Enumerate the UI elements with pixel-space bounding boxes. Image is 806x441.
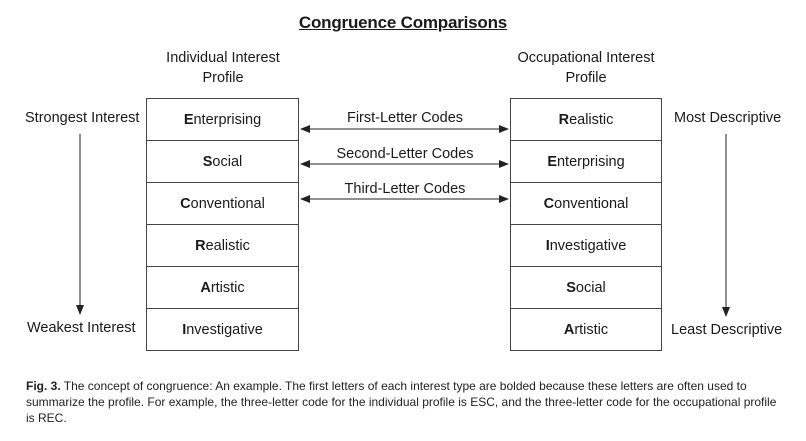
weakest-interest-label: Weakest Interest xyxy=(27,320,136,336)
individual-item-rest: nvestigative xyxy=(186,321,263,338)
individual-item-rest: nterprising xyxy=(193,111,262,128)
occupational-item-first-letter: E xyxy=(547,153,557,170)
occupational-item-rest: nvestigative xyxy=(549,237,627,254)
individual-item-rest: ealistic xyxy=(205,237,250,254)
occupational-item-rest: ocial xyxy=(575,279,606,296)
diagram-title: Congruence Comparisons xyxy=(298,13,508,32)
caption-text: The concept of congruence: An example. T… xyxy=(26,379,777,425)
figure-caption: Fig. 3. The concept of congruence: An ex… xyxy=(26,378,786,426)
individual-profile-heading: Individual Interest Profile xyxy=(123,48,323,88)
strongest-interest-label: Strongest Interest xyxy=(25,110,140,126)
occupational-item-first-letter: R xyxy=(558,111,570,128)
individual-item-rest: rtistic xyxy=(210,279,245,296)
individual-item-rest: onventional xyxy=(190,195,265,212)
individual-item-first-letter: S xyxy=(202,153,213,170)
individual-item-rest: ocial xyxy=(212,153,243,170)
individual-item-first-letter: A xyxy=(200,279,211,296)
occupational-item-rest: nterprising xyxy=(556,153,625,170)
occupational-heading-line1: Occupational Interest xyxy=(517,50,655,66)
individual-item-first-letter: I xyxy=(182,321,187,338)
individual-heading-line2: Profile xyxy=(202,70,244,86)
occupational-item-rest: ealistic xyxy=(569,111,614,128)
occupational-item-first-letter: C xyxy=(543,195,555,212)
occupational-heading-line2: Profile xyxy=(565,70,607,86)
caption-label: Fig. 3. xyxy=(26,379,61,393)
occupational-item-first-letter: I xyxy=(545,237,550,254)
third-letter-codes-label: Third-Letter Codes xyxy=(344,181,466,197)
individual-item-first-letter: E xyxy=(183,111,194,128)
occupational-profile-heading: Occupational Interest Profile xyxy=(486,48,686,88)
occupational-item-rest: rtistic xyxy=(574,321,609,338)
individual-item-first-letter: C xyxy=(180,195,191,212)
individual-heading-line1: Individual Interest xyxy=(166,50,280,66)
least-descriptive-label: Least Descriptive xyxy=(671,322,783,338)
occupational-item-rest: onventional xyxy=(554,195,629,212)
occupational-item-first-letter: S xyxy=(566,279,576,296)
first-letter-codes-label: First-Letter Codes xyxy=(346,110,464,126)
occupational-item-first-letter: A xyxy=(563,321,575,338)
second-letter-codes-label: Second-Letter Codes xyxy=(336,146,474,162)
individual-item-first-letter: R xyxy=(195,237,206,254)
most-descriptive-label: Most Descriptive xyxy=(674,110,782,126)
